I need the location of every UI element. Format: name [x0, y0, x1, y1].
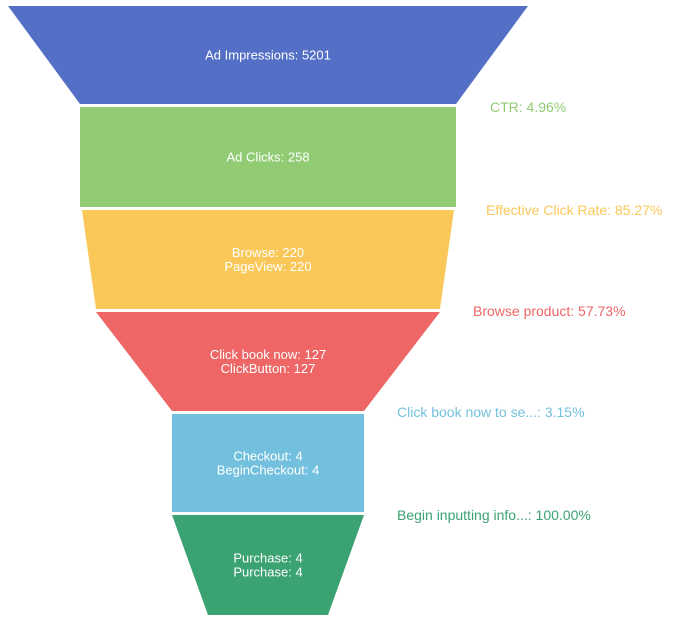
conversion-rate-label-2: Effective Click Rate: 85.27% [486, 202, 662, 218]
funnel-stage-5-label-2: BeginCheckout: 4 [217, 463, 320, 478]
funnel-stage-5 [172, 414, 364, 512]
funnel-stage-1 [8, 6, 528, 104]
funnel-stage-3-label-2: PageView: 220 [224, 259, 311, 274]
funnel-stage-4-label-2: ClickButton: 127 [221, 361, 316, 376]
funnel-stage-2-label-1: Ad Clicks: 258 [226, 150, 309, 165]
funnel-stage-4 [96, 312, 440, 411]
funnel-stage-6 [172, 515, 364, 615]
funnel-stage-5-label-1: Checkout: 4 [233, 449, 302, 464]
conversion-rate-label-1: CTR: 4.96% [490, 99, 566, 115]
funnel-stage-6-label-1: Purchase: 4 [233, 551, 302, 566]
conversion-rate-label-5: Begin inputting info...: 100.00% [397, 507, 591, 523]
funnel-stage-4-label-1: Click book now: 127 [210, 347, 326, 362]
funnel-stage-6-label-2: Purchase: 4 [233, 565, 302, 580]
funnel-stage-3 [82, 210, 454, 309]
funnel-stage-3-label-1: Browse: 220 [232, 245, 304, 260]
funnel-stage-2 [80, 107, 456, 207]
conversion-rate-label-4: Click book now to se...: 3.15% [397, 404, 585, 420]
funnel-stage-1-label-1: Ad Impressions: 5201 [205, 48, 331, 63]
conversion-rate-label-3: Browse product: 57.73% [473, 303, 626, 319]
